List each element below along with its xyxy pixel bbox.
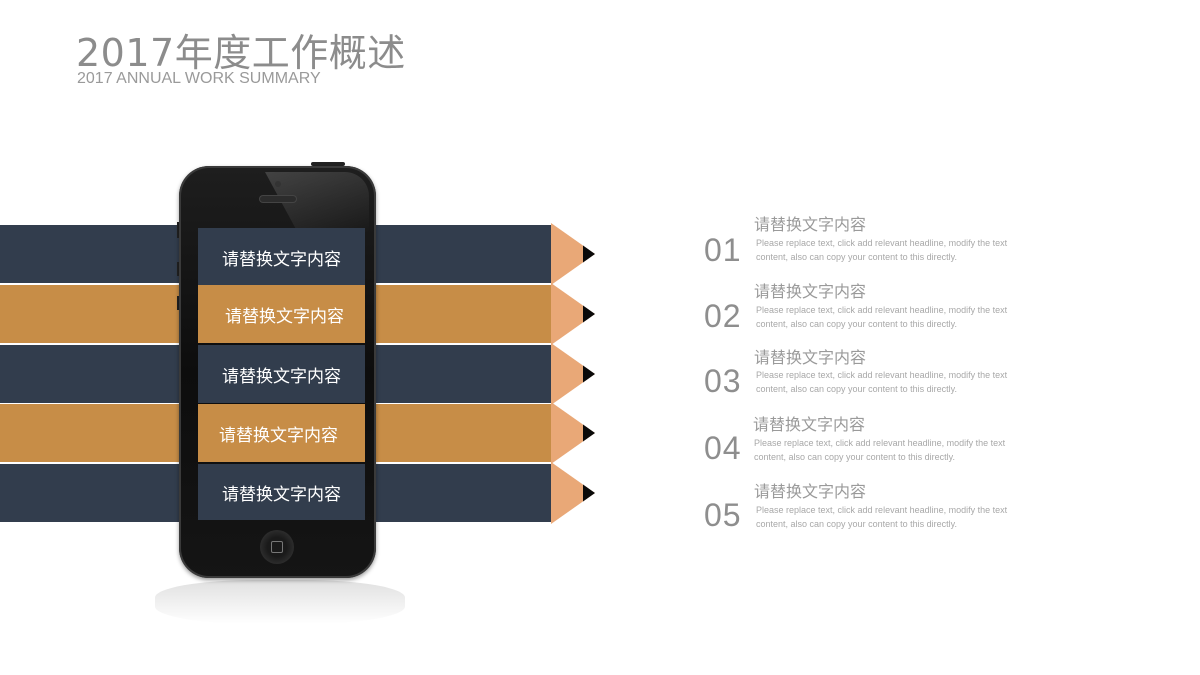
phone-reflection [155, 580, 405, 624]
screen-label: 请替换文字内容 [219, 425, 338, 446]
screen-block-2: 请替换文字内容 [198, 285, 365, 343]
screen-label: 请替换文字内容 [222, 366, 341, 387]
pencil-tip-3 [551, 343, 595, 405]
item-title-3: 请替换文字内容 [754, 348, 867, 367]
page-subtitle: 2017 ANNUAL WORK SUMMARY [77, 70, 321, 87]
screen-block-3: 请替换文字内容 [198, 345, 365, 403]
item-title-5: 请替换文字内容 [754, 482, 867, 501]
speaker-icon [260, 196, 296, 202]
screen-label: 请替换文字内容 [222, 484, 341, 505]
camera-icon [275, 181, 281, 187]
screen-label: 请替换文字内容 [225, 306, 344, 327]
item-title-1: 请替换文字内容 [754, 215, 867, 234]
item-desc-4: Please replace text, click add relevant … [754, 438, 1006, 462]
home-button-icon [260, 530, 294, 564]
item-desc-1: Please replace text, click add relevant … [756, 238, 1008, 262]
phone-side-button [177, 296, 180, 310]
pencil-tip-1 [551, 223, 595, 285]
screen-label: 请替换文字内容 [222, 249, 341, 270]
pencil-tip-4 [551, 402, 595, 464]
pencil-tip-2 [551, 283, 595, 345]
item-number-4: 04 [704, 430, 742, 466]
item-desc-2: Please replace text, click add relevant … [756, 305, 1008, 329]
item-number-3: 03 [704, 363, 742, 399]
item-number-2: 02 [704, 298, 742, 334]
item-number-5: 05 [704, 497, 742, 533]
screen-block-5: 请替换文字内容 [198, 464, 365, 520]
phone-side-button [177, 222, 180, 238]
phone-side-button [177, 262, 180, 276]
screen-block-1: 请替换文字内容 [198, 228, 365, 286]
item-title-2: 请替换文字内容 [754, 282, 867, 301]
page-title: 2017年度工作概述 [76, 31, 406, 75]
item-desc-5: Please replace text, click add relevant … [756, 505, 1008, 529]
item-desc-3: Please replace text, click add relevant … [756, 370, 1008, 394]
pencil-tip-5 [551, 462, 595, 524]
screen-block-4: 请替换文字内容 [198, 404, 365, 462]
item-title-4: 请替换文字内容 [753, 415, 866, 434]
phone-top-button [311, 162, 345, 166]
phone-glare [265, 172, 369, 232]
item-number-1: 01 [704, 232, 742, 268]
